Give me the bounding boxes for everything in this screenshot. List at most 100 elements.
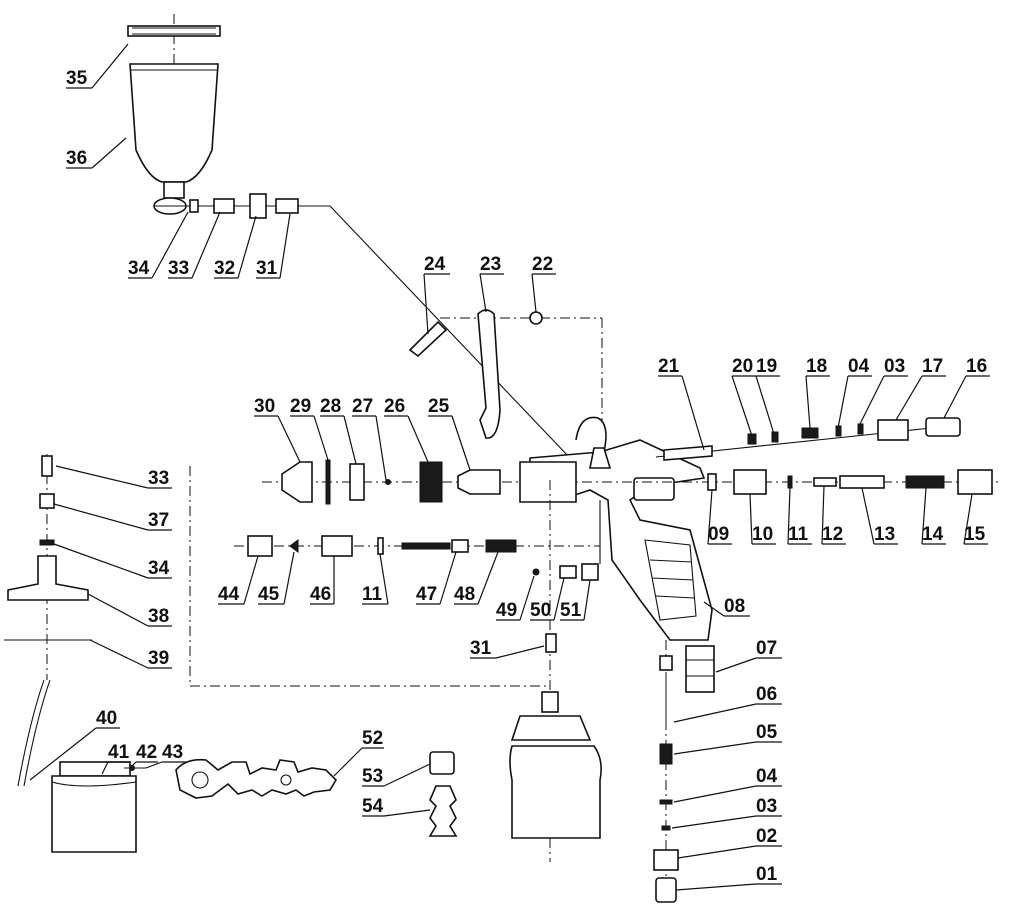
- part-number-text: 25: [428, 396, 450, 417]
- part-11a: [787, 475, 793, 489]
- part-label-18: 29: [290, 396, 329, 461]
- part-label-13: 04: [837, 356, 872, 429]
- part-label-4: 32: [214, 215, 257, 279]
- air-valve-cap: [589, 447, 612, 469]
- part-22-screw: [529, 311, 543, 325]
- leader-line: [675, 883, 757, 891]
- part-number-text: 33: [148, 468, 169, 489]
- part-18: [801, 427, 819, 439]
- part-label-39: 47: [416, 551, 457, 605]
- part-29-ring: [325, 459, 331, 505]
- part-label-31: 37: [53, 503, 172, 531]
- siphon-cup-right: [509, 633, 602, 862]
- part-label-55: 04: [673, 766, 782, 803]
- part-30-air-cap: [281, 461, 313, 503]
- leader-line: [479, 273, 487, 313]
- part-number-text: 54: [362, 796, 384, 817]
- part-label-12: 18: [805, 356, 830, 429]
- leader-line: [921, 487, 927, 545]
- part-38-lid: [7, 555, 89, 601]
- part-number-text: 31: [256, 258, 278, 279]
- part-label-6: 24: [423, 254, 450, 335]
- leader-line: [91, 43, 129, 89]
- leader-line: [755, 375, 775, 435]
- part-25-nozzle: [457, 469, 501, 495]
- leader-line: [821, 485, 825, 545]
- part-label-16: 16: [943, 356, 990, 419]
- leader-line: [237, 215, 257, 279]
- leader-line: [279, 213, 291, 279]
- leader-line: [495, 645, 545, 659]
- part-number-text: 39: [148, 648, 169, 669]
- part-label-22: 25: [428, 396, 471, 471]
- part-label-23: 09: [707, 489, 732, 545]
- leader-line: [383, 809, 431, 817]
- leader-line: [29, 727, 97, 781]
- part-44: [247, 535, 273, 557]
- part-40-tube: [17, 679, 45, 787]
- part-53-fitting: [429, 751, 455, 775]
- part-34-washer: [189, 199, 199, 213]
- part-label-48: 40: [29, 708, 120, 781]
- part-label-26: 12: [821, 485, 846, 545]
- part-number-text: 34: [148, 558, 170, 579]
- part-05-spring: [659, 743, 673, 765]
- cup-right-lid: [510, 715, 592, 741]
- leader-line: [859, 375, 885, 425]
- part-number-text: 47: [416, 584, 437, 605]
- part-number-text: 31: [470, 638, 492, 659]
- pattern-control-assembly: [234, 480, 601, 700]
- part-17-packing-nut: [877, 419, 909, 441]
- part-37: [39, 493, 55, 509]
- part-label-59: 01: [675, 864, 782, 891]
- leader-line: [477, 551, 499, 605]
- leader-line: [313, 415, 329, 461]
- part-42: [129, 765, 135, 771]
- part-03a: [857, 423, 864, 435]
- leader-line: [375, 415, 387, 481]
- leader-line: [963, 493, 973, 545]
- part-label-30: 33: [55, 465, 172, 489]
- cup-body: [129, 63, 219, 183]
- part-01-inlet: [655, 877, 677, 903]
- leader-line: [333, 747, 363, 777]
- leader-line: [191, 211, 221, 279]
- cup-right-stem: [541, 691, 559, 713]
- part-32-joint: [249, 193, 267, 219]
- leader-line: [407, 415, 429, 463]
- part-label-54: 53: [362, 763, 431, 787]
- part-48-spring: [485, 539, 517, 553]
- part-number-text: 33: [168, 258, 189, 279]
- part-number-text: 44: [218, 584, 240, 605]
- air-inlet-assembly: [653, 640, 715, 903]
- leader-line: [837, 375, 849, 429]
- leader-line: [89, 639, 149, 669]
- leader-line: [383, 763, 431, 787]
- leader-line: [55, 465, 149, 489]
- part-23-trigger: [477, 309, 501, 439]
- part-label-1: 36: [66, 137, 127, 169]
- part-number-text: 35: [66, 68, 88, 89]
- part-50: [559, 565, 577, 579]
- leader-line: [553, 577, 565, 621]
- part-number-text: 21: [658, 356, 680, 377]
- part-label-28: 14: [921, 487, 946, 545]
- part-49: [532, 568, 540, 576]
- part-09: [707, 473, 717, 491]
- cup-right-body: [509, 745, 602, 839]
- part-number-text: 43: [162, 742, 183, 763]
- part-number-text: 32: [214, 258, 235, 279]
- part-15-cap: [957, 469, 993, 495]
- part-label-32: 34: [53, 543, 172, 579]
- part-number-text: 03: [884, 356, 905, 377]
- part-11b: [377, 537, 384, 555]
- part-07-connector: [685, 645, 715, 693]
- part-number-text: 37: [148, 510, 169, 531]
- part-number-text: 11: [788, 524, 809, 545]
- part-label-0: 35: [66, 43, 129, 89]
- part-number-text: 53: [362, 766, 383, 787]
- leader-line: [451, 415, 471, 471]
- part-number-text: 18: [806, 356, 827, 377]
